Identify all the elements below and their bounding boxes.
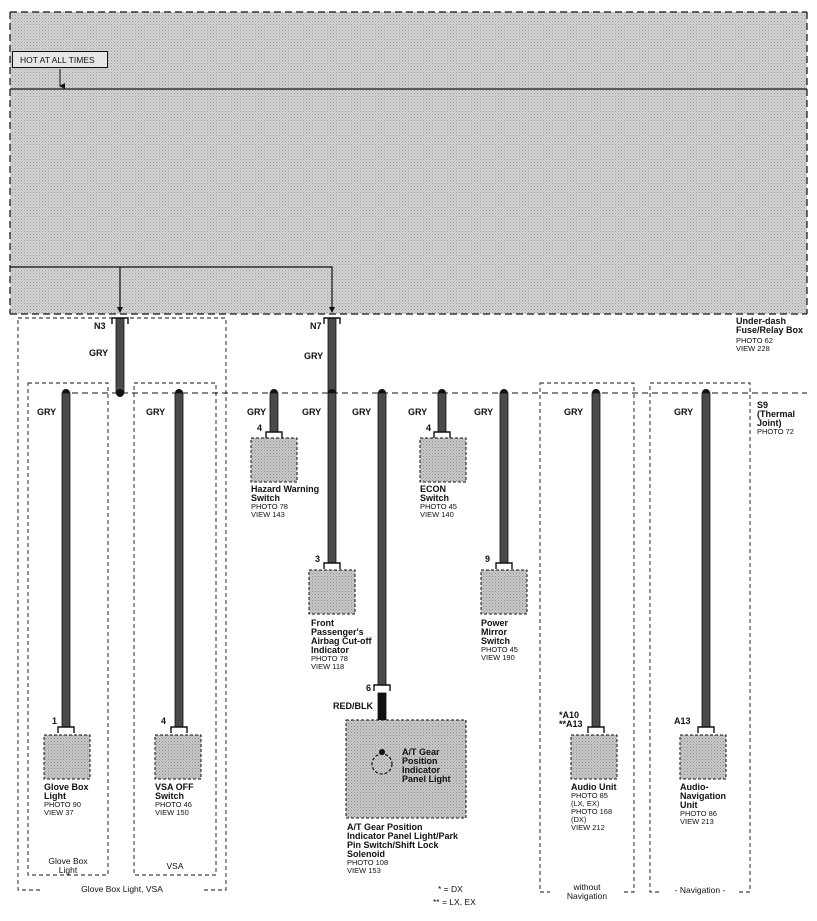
wire-n3-trunk [115,317,125,394]
glove-box-light-name: Glove Box Light [44,782,89,801]
wires [57,317,715,751]
econ-switch-ref: PHOTO 45 VIEW 140 [420,502,457,519]
connector-econ-switch [433,431,451,438]
econ-switch-name: ECON Switch [420,484,450,503]
wire-vsa-off-switch [174,392,184,728]
wire-glove-box-light [61,392,71,728]
at-gear-inner-label: A/T Gear Position Indicator Panel Light [402,747,451,784]
connector-audio-nav [697,726,715,733]
wire-label-gry: GRY [304,351,324,361]
connector-hazard-switch [265,431,283,438]
audio-unit-ref: PHOTO 85 (LX, EX) PHOTO 168 (DX) VIEW 21… [571,791,613,832]
connector-airbag-indicator [323,562,341,569]
power-mirror-name: Power Mirror Switch [481,618,511,646]
pin-at-gear: 6 [366,683,372,693]
pin-airbag-indicator: 3 [315,554,321,564]
wire-label-gry: GRY [352,407,372,417]
airbag-indicator-ref: PHOTO 78 VIEW 118 [311,654,348,671]
power-mirror-box [480,569,528,615]
audio-nav-name: Audio- Navigation Unit [680,782,727,810]
pin-power-mirror: 9 [485,554,491,564]
components [43,437,727,819]
wire-label-gry: GRY [302,407,322,417]
wire-label-gry: GRY [146,407,166,417]
fuse-box-ref: PHOTO 62 VIEW 228 [736,336,773,353]
wire-label-gry: GRY [408,407,428,417]
pin-hazard-switch: 4 [257,423,263,433]
glove-box-light-box [43,734,91,780]
group-label-vsa: VSA [166,861,184,871]
wire-at-gear [377,392,387,686]
group-label-nav: - Navigation - [662,886,738,895]
group-label-glove-box-light: Glove Box Light [48,856,88,875]
group-label-without-nav: without Navigation [550,883,624,901]
fuse-relay-box [9,11,808,315]
hazard-switch-ref: PHOTO 78 VIEW 143 [251,502,288,519]
airbag-indicator-box [308,569,356,615]
legend-lx-ex: ** = LX, EX [433,897,476,907]
fuse-n3: N3 [94,321,106,331]
audio-nav-box [679,734,727,780]
group-label-glove-vsa: Glove Box Light, VSA [40,885,204,894]
airbag-indicator-name: Front Passenger's Airbag Cut-off Indicat… [311,618,372,655]
wire-label-gry: GRY [37,407,57,417]
glove-box-light-ref: PHOTO 90 VIEW 37 [44,800,81,817]
connector-n7 [323,317,341,324]
wire-n7-trunk [327,317,337,394]
vsa-off-switch-box [154,734,202,780]
wire-hazard-switch [269,392,279,433]
pin-audio-nav: A13 [674,716,691,726]
vsa-off-switch-ref: PHOTO 46 VIEW 150 [155,800,192,817]
connector-vsa-off-switch [170,726,188,733]
joint-ref: PHOTO 72 [757,427,794,436]
audio-unit-box [570,734,618,780]
connector-power-mirror [495,562,513,569]
at-gear-box [345,719,467,819]
pin-econ-switch: 4 [426,423,432,433]
wire-label-gry: GRY [474,407,494,417]
pin-audio-unit: *A10 **A13 [559,710,583,729]
wire-label-gry: GRY [564,407,584,417]
fuse-box-name: Under-dash Fuse/Relay Box [736,316,804,335]
connector-glove-box-light [57,726,75,733]
audio-unit-name: Audio Unit [571,782,617,792]
vsa-off-switch-name: VSA OFF Switch [155,782,194,801]
hot-at-all-times-label: HOT AT ALL TIMES [12,51,108,68]
wire-econ-switch [437,392,447,433]
wire-power-mirror [499,392,509,564]
power-mirror-ref: PHOTO 45 VIEW 190 [481,645,518,662]
junction-dot [116,389,124,397]
pin-vsa-off-switch: 4 [161,716,167,726]
wire-label-gry: GRY [674,407,694,417]
connector-at-gear [373,684,391,691]
fuse-n7: N7 [310,321,322,331]
hazard-switch-name: Hazard Warning Switch [251,484,320,503]
panel-light-terminal [379,749,385,755]
audio-nav-ref: PHOTO 86 VIEW 213 [680,809,717,826]
hazard-switch-box [250,437,298,483]
at-gear-ref: PHOTO 108 VIEW 153 [347,858,389,875]
legend-dx: * = DX [438,884,463,894]
econ-switch-box [419,437,467,483]
connector-audio-unit [587,726,605,733]
wire-label-gry: GRY [89,348,109,358]
connector-n3 [111,317,129,324]
pin-glove-box-light: 1 [52,716,58,726]
wire-audio-unit [591,392,601,728]
wire-label-gry: GRY [247,407,267,417]
wire-audio-nav [701,392,711,728]
wire-airbag-indicator [327,392,337,564]
at-gear-name: A/T Gear Position Indicator Panel Light/… [347,822,459,859]
joint-name: S9 (Thermal Joint) [757,400,796,428]
wire-label-red-blk: RED/BLK [333,701,373,711]
